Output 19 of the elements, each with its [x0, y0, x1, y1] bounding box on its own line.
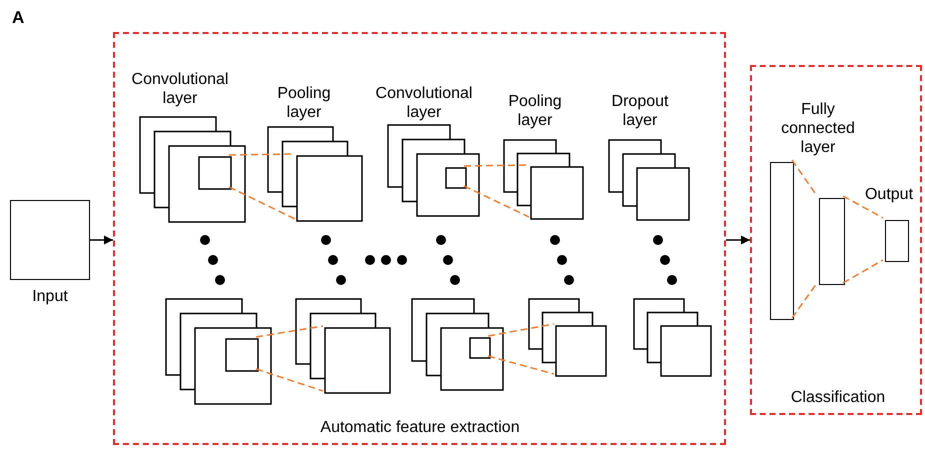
group-label: Classification [790, 388, 886, 407]
group-label: Automatic feature extraction [319, 418, 521, 437]
layer-label: Pooling layer [276, 84, 332, 122]
projection-line [463, 164, 530, 218]
layer-label: Fully connected layer [780, 100, 856, 157]
layer-label: Output [864, 185, 914, 204]
layer-label: Convolutional layer [130, 70, 230, 108]
projection-line [842, 195, 884, 284]
arrow [726, 236, 750, 244]
layer-label: Convolutional layer [374, 84, 474, 122]
layer-label: Pooling layer [507, 92, 563, 130]
panel-letter: A [12, 8, 24, 27]
dashed-group-frame [750, 65, 922, 415]
dashed-group-frame [113, 32, 726, 445]
projection-line [487, 323, 555, 375]
layer-label: Dropout layer [610, 92, 670, 130]
projection-line [791, 159, 818, 319]
layer-label: Input [31, 287, 69, 306]
arrow [90, 236, 113, 244]
